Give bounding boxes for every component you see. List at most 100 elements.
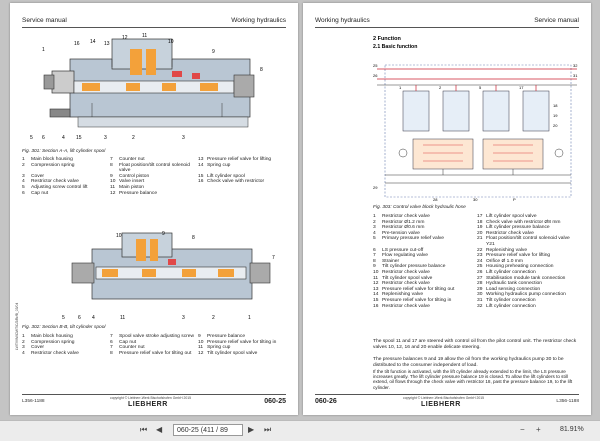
liebherr-logo: LIEBHERR xyxy=(128,401,168,408)
svg-text:32: 32 xyxy=(573,63,578,68)
legend-number: 11 xyxy=(198,345,204,351)
svg-text:5: 5 xyxy=(30,135,33,141)
footer-rule xyxy=(22,394,286,395)
legend-text: Restrictor check valve xyxy=(31,179,79,185)
legend-number: 11 xyxy=(373,275,379,281)
paragraph-3: If the tilt function is activated, with … xyxy=(373,369,573,390)
previous-page-icon[interactable]: ◀ xyxy=(156,425,163,434)
svg-text:6: 6 xyxy=(42,135,45,141)
svg-text:20: 20 xyxy=(553,123,558,128)
last-page-icon[interactable]: ⏭ xyxy=(264,425,272,434)
legend-text: Compression spring xyxy=(31,339,75,345)
next-page-icon[interactable]: ▶ xyxy=(248,425,255,434)
legend-number: 6 xyxy=(22,190,25,196)
paragraph-1: The spool 11 and 17 are steered with con… xyxy=(373,339,577,350)
legend-text: Working hydraulics pump connection xyxy=(486,292,566,298)
svg-text:7: 7 xyxy=(272,255,275,261)
legend-text xyxy=(207,191,286,197)
header-rule xyxy=(22,27,286,28)
legend-text: Cover xyxy=(31,173,45,179)
legend-number: 8 xyxy=(110,162,113,168)
legend-number: 12 xyxy=(198,350,204,356)
legend-text: Flow regulating valve xyxy=(382,253,428,259)
legend-text: Pressure balance xyxy=(207,334,246,339)
legend-number: 8 xyxy=(110,350,113,356)
legend-number: 25 xyxy=(477,264,483,270)
legend-number: 12 xyxy=(373,281,379,287)
footer-rule xyxy=(315,394,579,395)
legend-text: Tilt cylinder connection xyxy=(486,297,536,303)
paragraph-2: The pressure balances 9 and 19 allow the… xyxy=(373,357,564,368)
legend-text: Lift cylinder connection xyxy=(486,303,536,309)
legend-text: Compression spring xyxy=(31,162,75,168)
legend-number: 16 xyxy=(373,303,379,309)
legend-number: 15 xyxy=(198,173,204,179)
page-number-input[interactable]: 060-25 (411 / 89 xyxy=(173,424,243,436)
legend-text: Float position/tilt control solenoid val… xyxy=(119,162,190,174)
first-page-icon[interactable]: ⏮ xyxy=(140,425,148,434)
legend-text: Restrictor check valve xyxy=(382,281,430,287)
legend-number: 10 xyxy=(198,339,204,345)
page-header: Service manual Working hydraulics xyxy=(22,17,286,24)
header-rule xyxy=(315,27,579,28)
svg-text:9: 9 xyxy=(162,231,165,237)
svg-text:4: 4 xyxy=(62,135,65,141)
svg-text:28: 28 xyxy=(433,197,438,202)
legend-number: 9 xyxy=(373,264,376,270)
zoom-in-icon[interactable]: + xyxy=(536,425,541,434)
zoom-level[interactable]: 81.91% xyxy=(560,426,584,433)
svg-text:12: 12 xyxy=(122,35,128,41)
svg-text:1: 1 xyxy=(42,47,45,53)
legend-text: Load sensing connection xyxy=(486,286,541,292)
legend-number: 31 xyxy=(477,297,483,303)
legend-text: Orifice Ø 1.0 mm xyxy=(486,258,523,264)
svg-text:5: 5 xyxy=(479,85,482,90)
svg-text:2: 2 xyxy=(212,315,215,321)
legend-number: 1 xyxy=(22,157,25,162)
svg-text:9: 9 xyxy=(212,49,215,55)
svg-text:8: 8 xyxy=(192,235,195,241)
legend-number: 14 xyxy=(373,292,379,298)
legend-text: Housing preheating connection xyxy=(486,264,554,270)
legend-number: 27 xyxy=(477,275,483,281)
svg-text:2: 2 xyxy=(439,85,442,90)
legend-number: 32 xyxy=(477,303,483,309)
legend-number: 10 xyxy=(110,179,116,185)
legend-text: Hydraulic tank connection xyxy=(486,281,543,287)
svg-text:P: P xyxy=(513,197,516,202)
zoom-out-icon[interactable]: − xyxy=(520,425,525,434)
legend-number: 23 xyxy=(477,253,483,259)
side-code: LWT/V/M/CM/T/C/2/Br/B_03/04 xyxy=(15,302,19,350)
header-left: Working hydraulics xyxy=(315,17,370,24)
legend-text: Lift cylinder connection xyxy=(486,269,536,275)
legend-text: Replenishing valve xyxy=(382,292,424,298)
legend-number: 20 xyxy=(477,230,483,236)
legend-number: 4 xyxy=(22,350,25,356)
legend-text: Pressure balance xyxy=(119,190,158,196)
legend-number: 21 xyxy=(477,236,483,242)
legend-text: Main piston xyxy=(119,184,145,190)
legend-number: 26 xyxy=(477,269,483,275)
